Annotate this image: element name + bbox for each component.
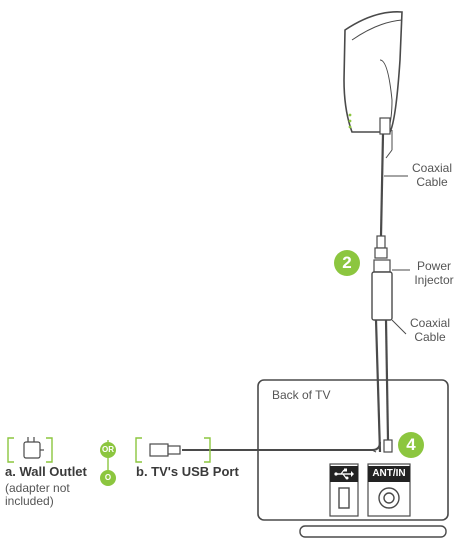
usb-plug-icon <box>135 437 211 463</box>
coaxial-cable-bottom-label-2: Cable <box>414 330 446 344</box>
tv-usb-port-label: b. TV's USB Port <box>136 464 239 479</box>
adapter-note-line-2: included) <box>5 494 54 508</box>
step-2-badge: 2 <box>334 250 360 276</box>
coax-connector <box>374 235 388 259</box>
or-dot-secondary: O <box>100 470 116 486</box>
back-of-tv-label: Back of TV <box>272 388 331 402</box>
power-injector-icon <box>371 259 410 335</box>
usb-port-label <box>330 466 358 482</box>
wall-outlet-label: a. Wall Outlet <box>5 464 87 479</box>
coaxial-cable-top-label-1: Coaxial <box>411 161 453 175</box>
coaxial-cable-top <box>379 130 408 237</box>
usb-cable <box>182 441 381 453</box>
adapter-note-line-1: (adapter not <box>5 481 70 495</box>
coaxial-cable-bottom-label-1: Coaxial <box>409 316 451 330</box>
antenna-icon <box>343 11 403 135</box>
step-4-badge: 4 <box>398 432 424 458</box>
power-injector-label-1: Power <box>416 259 451 273</box>
or-dot: OR <box>100 442 116 458</box>
wall-plug-icon <box>7 437 53 463</box>
ant-in-label: ANT/IN <box>368 466 410 482</box>
power-injector-label-2: Injector <box>414 273 454 287</box>
tv-back-panel <box>257 379 449 538</box>
coaxial-cable-top-label-2: Cable <box>416 175 448 189</box>
coaxial-cable-bottom <box>374 319 393 453</box>
usb-icon <box>334 468 354 480</box>
